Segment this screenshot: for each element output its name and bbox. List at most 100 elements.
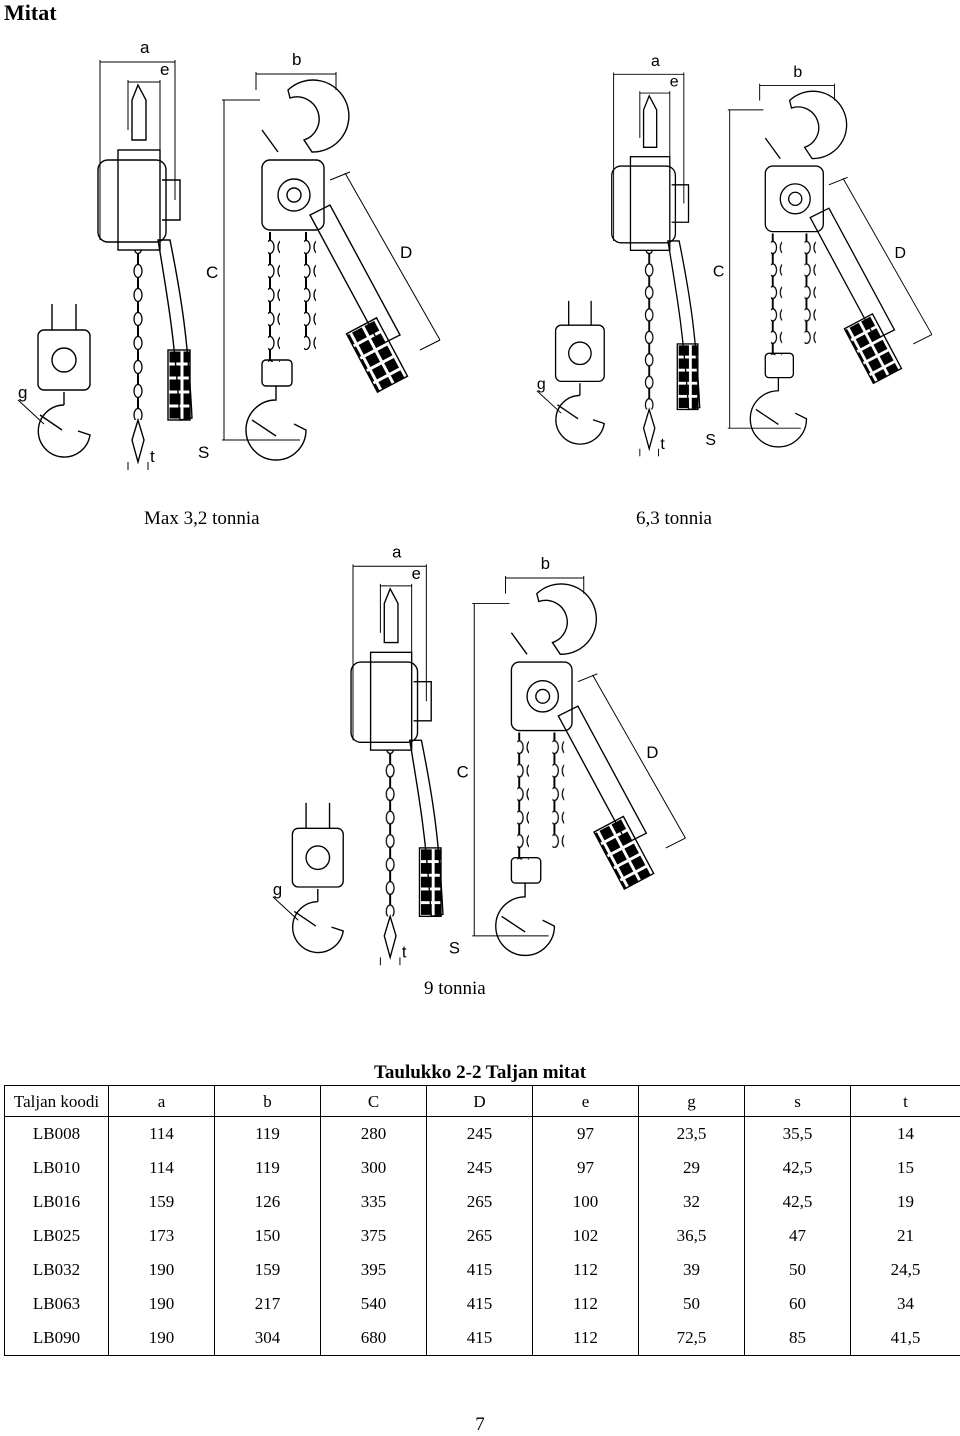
- table-cell-value: 395: [320, 1253, 427, 1287]
- table-cell-value: 300: [320, 1151, 427, 1185]
- table-cell-value: 42,5: [744, 1151, 851, 1185]
- table-cell-value: 112: [532, 1287, 639, 1321]
- table-cell-value: 42,5: [744, 1185, 851, 1219]
- table-cell-value: 97: [532, 1151, 639, 1185]
- dim-label-C: C: [457, 762, 469, 781]
- table-cell-value: 29: [638, 1151, 745, 1185]
- header-t: t: [850, 1085, 960, 1117]
- hoist-drawing-3-2t: a e b C D g S t: [17, 38, 441, 471]
- table-cell-value: 119: [214, 1151, 321, 1185]
- table-cell-value: 14: [850, 1116, 960, 1151]
- table-cell-value: 280: [320, 1116, 427, 1151]
- table-cell-value: 190: [108, 1321, 215, 1356]
- hoist-drawing-6-3t: a e b C D g S t: [536, 53, 933, 457]
- dim-label-e: e: [412, 564, 421, 583]
- table-cell-value: 159: [214, 1253, 321, 1287]
- table-cell-code: LB090: [4, 1321, 109, 1356]
- table-cell-value: 85: [744, 1321, 851, 1356]
- table-cell-value: 23,5: [638, 1116, 745, 1151]
- dim-label-b: b: [541, 554, 550, 573]
- table-cell-value: 415: [426, 1253, 533, 1287]
- dim-label-D: D: [894, 245, 906, 262]
- dim-label-g: g: [537, 376, 546, 393]
- table-cell-value: 60: [744, 1287, 851, 1321]
- table-cell-value: 102: [532, 1219, 639, 1253]
- table-cell-value: 34: [850, 1287, 960, 1321]
- header-C: C: [320, 1085, 427, 1117]
- table-cell-value: 265: [426, 1185, 533, 1219]
- dim-label-a: a: [392, 542, 402, 561]
- table-cell-value: 50: [744, 1253, 851, 1287]
- table-cell-value: 114: [108, 1151, 215, 1185]
- dim-label-C: C: [206, 263, 218, 282]
- dim-label-a: a: [140, 38, 150, 57]
- table-cell-value: 173: [108, 1219, 215, 1253]
- dim-label-D: D: [400, 243, 412, 262]
- table-cell-value: 217: [214, 1287, 321, 1321]
- table-cell-value: 190: [108, 1253, 215, 1287]
- dim-label-C: C: [713, 264, 725, 281]
- table-cell-value: 265: [426, 1219, 533, 1253]
- table-cell-value: 680: [320, 1321, 427, 1356]
- table-cell-value: 72,5: [638, 1321, 745, 1356]
- table-cell-value: 39: [638, 1253, 745, 1287]
- table-cell-value: 159: [108, 1185, 215, 1219]
- table-cell-value: 32: [638, 1185, 745, 1219]
- page-number: 7: [475, 1414, 485, 1435]
- header-s: s: [744, 1085, 851, 1117]
- table-cell-value: 415: [426, 1287, 533, 1321]
- header-e: e: [532, 1085, 639, 1117]
- table-cell-value: 150: [214, 1219, 321, 1253]
- table-cell-value: 245: [426, 1151, 533, 1185]
- dim-label-D: D: [646, 743, 658, 762]
- table-cell-value: 41,5: [850, 1321, 960, 1356]
- dim-label-t: t: [150, 447, 155, 466]
- page-heading: Mitat: [4, 0, 57, 25]
- table-cell-value: 36,5: [638, 1219, 745, 1253]
- dim-label-b: b: [793, 64, 802, 81]
- table-cell-code: LB008: [4, 1116, 109, 1151]
- dim-label-S: S: [449, 938, 460, 957]
- header-g: g: [638, 1085, 745, 1117]
- table-cell-code: LB010: [4, 1151, 109, 1185]
- table-cell-value: 97: [532, 1116, 639, 1151]
- table-cell-value: 126: [214, 1185, 321, 1219]
- table-cell-value: 112: [532, 1253, 639, 1287]
- table-cell-value: 540: [320, 1287, 427, 1321]
- table-cell-value: 375: [320, 1219, 427, 1253]
- table-cell-value: 21: [850, 1219, 960, 1253]
- table-cell-code: LB032: [4, 1253, 109, 1287]
- table-cell-value: 114: [108, 1116, 215, 1151]
- table-cell-value: 50: [638, 1287, 745, 1321]
- table-cell-value: 100: [532, 1185, 639, 1219]
- header-code: Taljan koodi: [4, 1085, 109, 1117]
- dim-label-e: e: [670, 73, 679, 90]
- table-cell-value: 304: [214, 1321, 321, 1356]
- hoist-drawing-9t: a e b C D g S t: [272, 542, 687, 966]
- dim-label-t: t: [402, 942, 407, 961]
- table-cell-value: 245: [426, 1116, 533, 1151]
- table-cell-value: 35,5: [744, 1116, 851, 1151]
- dim-label-b: b: [292, 50, 301, 69]
- header-a: a: [108, 1085, 215, 1117]
- table-cell-value: 190: [108, 1287, 215, 1321]
- table-cell-code: LB063: [4, 1287, 109, 1321]
- dim-label-t: t: [660, 436, 665, 453]
- dim-label-S: S: [705, 432, 716, 449]
- dim-label-a: a: [651, 53, 660, 70]
- header-D: D: [426, 1085, 533, 1117]
- dim-label-g: g: [273, 880, 282, 899]
- table-cell-value: 19: [850, 1185, 960, 1219]
- table-title: Taulukko 2-2 Taljan mitat: [373, 1062, 587, 1083]
- dim-label-S: S: [198, 443, 209, 462]
- header-b: b: [214, 1085, 321, 1117]
- caption-6-3-tonnia: 6,3 tonnia: [636, 508, 712, 529]
